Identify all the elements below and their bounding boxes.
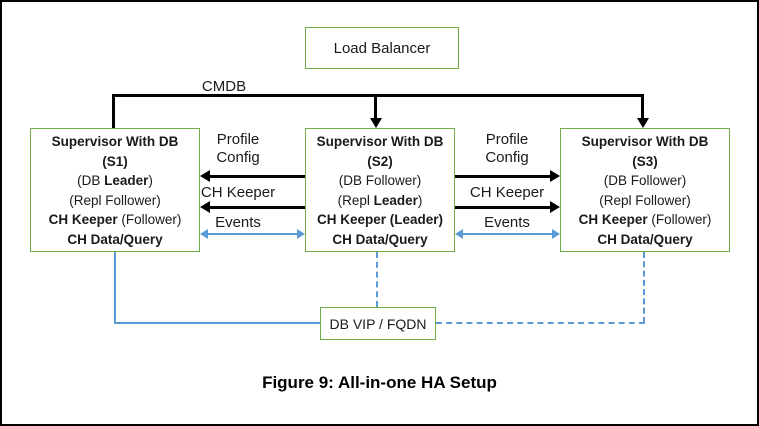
ch-keeper-arrowhead-left-icon [200, 201, 210, 213]
cmdb-horizontal-line [112, 94, 644, 97]
cmdb-arrowhead-s3-icon [637, 118, 649, 128]
s3-dbvip-connector-vertical-dashed [643, 252, 645, 323]
events-arrowhead-left-end-icon [297, 229, 305, 239]
events-arrowhead-right-start-icon [455, 229, 463, 239]
figure-caption: Figure 9: All-in-one HA Setup [262, 373, 497, 392]
supervisor-s2-box: Supervisor With DB (S2) (DB Follower) (Repl… [305, 128, 455, 252]
events-label-right: Events [484, 214, 530, 231]
s1-dbvip-connector-vertical [114, 252, 116, 323]
profile-config-arrow-right-line [455, 175, 551, 178]
node-text-line: (Repl Follower) [69, 192, 161, 208]
node-text-line: Supervisor With DB [51, 134, 179, 149]
cmdb-label: CMDB [201, 78, 247, 95]
supervisor-s3-box: Supervisor With DB (S3) (DB Follower) (Repl… [560, 128, 730, 252]
ch-keeper-arrowhead-right-icon [550, 201, 560, 213]
node-text-line: (DB Follower) [603, 173, 687, 188]
load-balancer-box: Load Balancer [305, 27, 459, 69]
s1-dbvip-connector-horizontal [114, 322, 320, 324]
ch-keeper-arrow-left-line [206, 206, 305, 209]
db-vip-box: DB VIP / FQDN [320, 307, 436, 340]
cmdb-arrowhead-s2-icon [370, 118, 382, 128]
profile-config-arrowhead-left-icon [200, 170, 210, 182]
node-text-line: Supervisor With DB [316, 134, 444, 149]
node-text-line: (Repl Follower) [599, 192, 691, 208]
ch-keeper-arrow-right-line [455, 206, 551, 209]
events-arrow-right-line [463, 233, 553, 235]
cmdb-drop-line-s2 [374, 94, 377, 120]
profile-config-arrow-left-line [206, 175, 305, 178]
events-arrowhead-right-end-icon [552, 229, 560, 239]
cmdb-drop-line-s1 [112, 94, 115, 129]
node-text-line: CH Data/Query [67, 231, 163, 247]
node-text-line: Supervisor With DB [581, 134, 709, 149]
ch-keeper-label-left: CH Keeper [200, 184, 276, 201]
events-label-left: Events [215, 214, 261, 231]
node-text-line: CH Keeper (Leader) [316, 212, 444, 227]
profile-config-arrowhead-right-icon [550, 170, 560, 182]
node-text-line: (Repl Leader) [337, 192, 423, 208]
events-arrow-left-line [207, 233, 298, 235]
s2-dbvip-connector-dashed [376, 252, 378, 307]
load-balancer-label: Load Balancer [333, 39, 431, 57]
node-text-line: CH Keeper (Follower) [578, 212, 712, 227]
node-text-line: CH Data/Query [597, 231, 693, 247]
node-text-line: CH Data/Query [332, 231, 428, 247]
s3-dbvip-connector-horizontal-dashed [436, 322, 645, 324]
supervisor-s1-box: Supervisor With DB (S1) (DB Leader) (Repl F… [30, 128, 200, 252]
events-arrowhead-left-start-icon [200, 229, 208, 239]
profile-config-label-right: Profile Config [485, 131, 529, 166]
ch-keeper-label-right: CH Keeper [469, 184, 545, 201]
node-text-line: (S1) [102, 153, 128, 169]
db-vip-label: DB VIP / FQDN [329, 315, 427, 332]
node-text-line: (S3) [632, 153, 658, 169]
profile-config-label-left: Profile Config [216, 131, 260, 166]
node-text-line: (DB Leader) [77, 173, 153, 188]
cmdb-drop-line-s3 [641, 94, 644, 120]
node-text-line: (S2) [367, 153, 393, 169]
node-text-line: CH Keeper (Follower) [48, 212, 182, 227]
node-text-line: (DB Follower) [338, 173, 422, 188]
